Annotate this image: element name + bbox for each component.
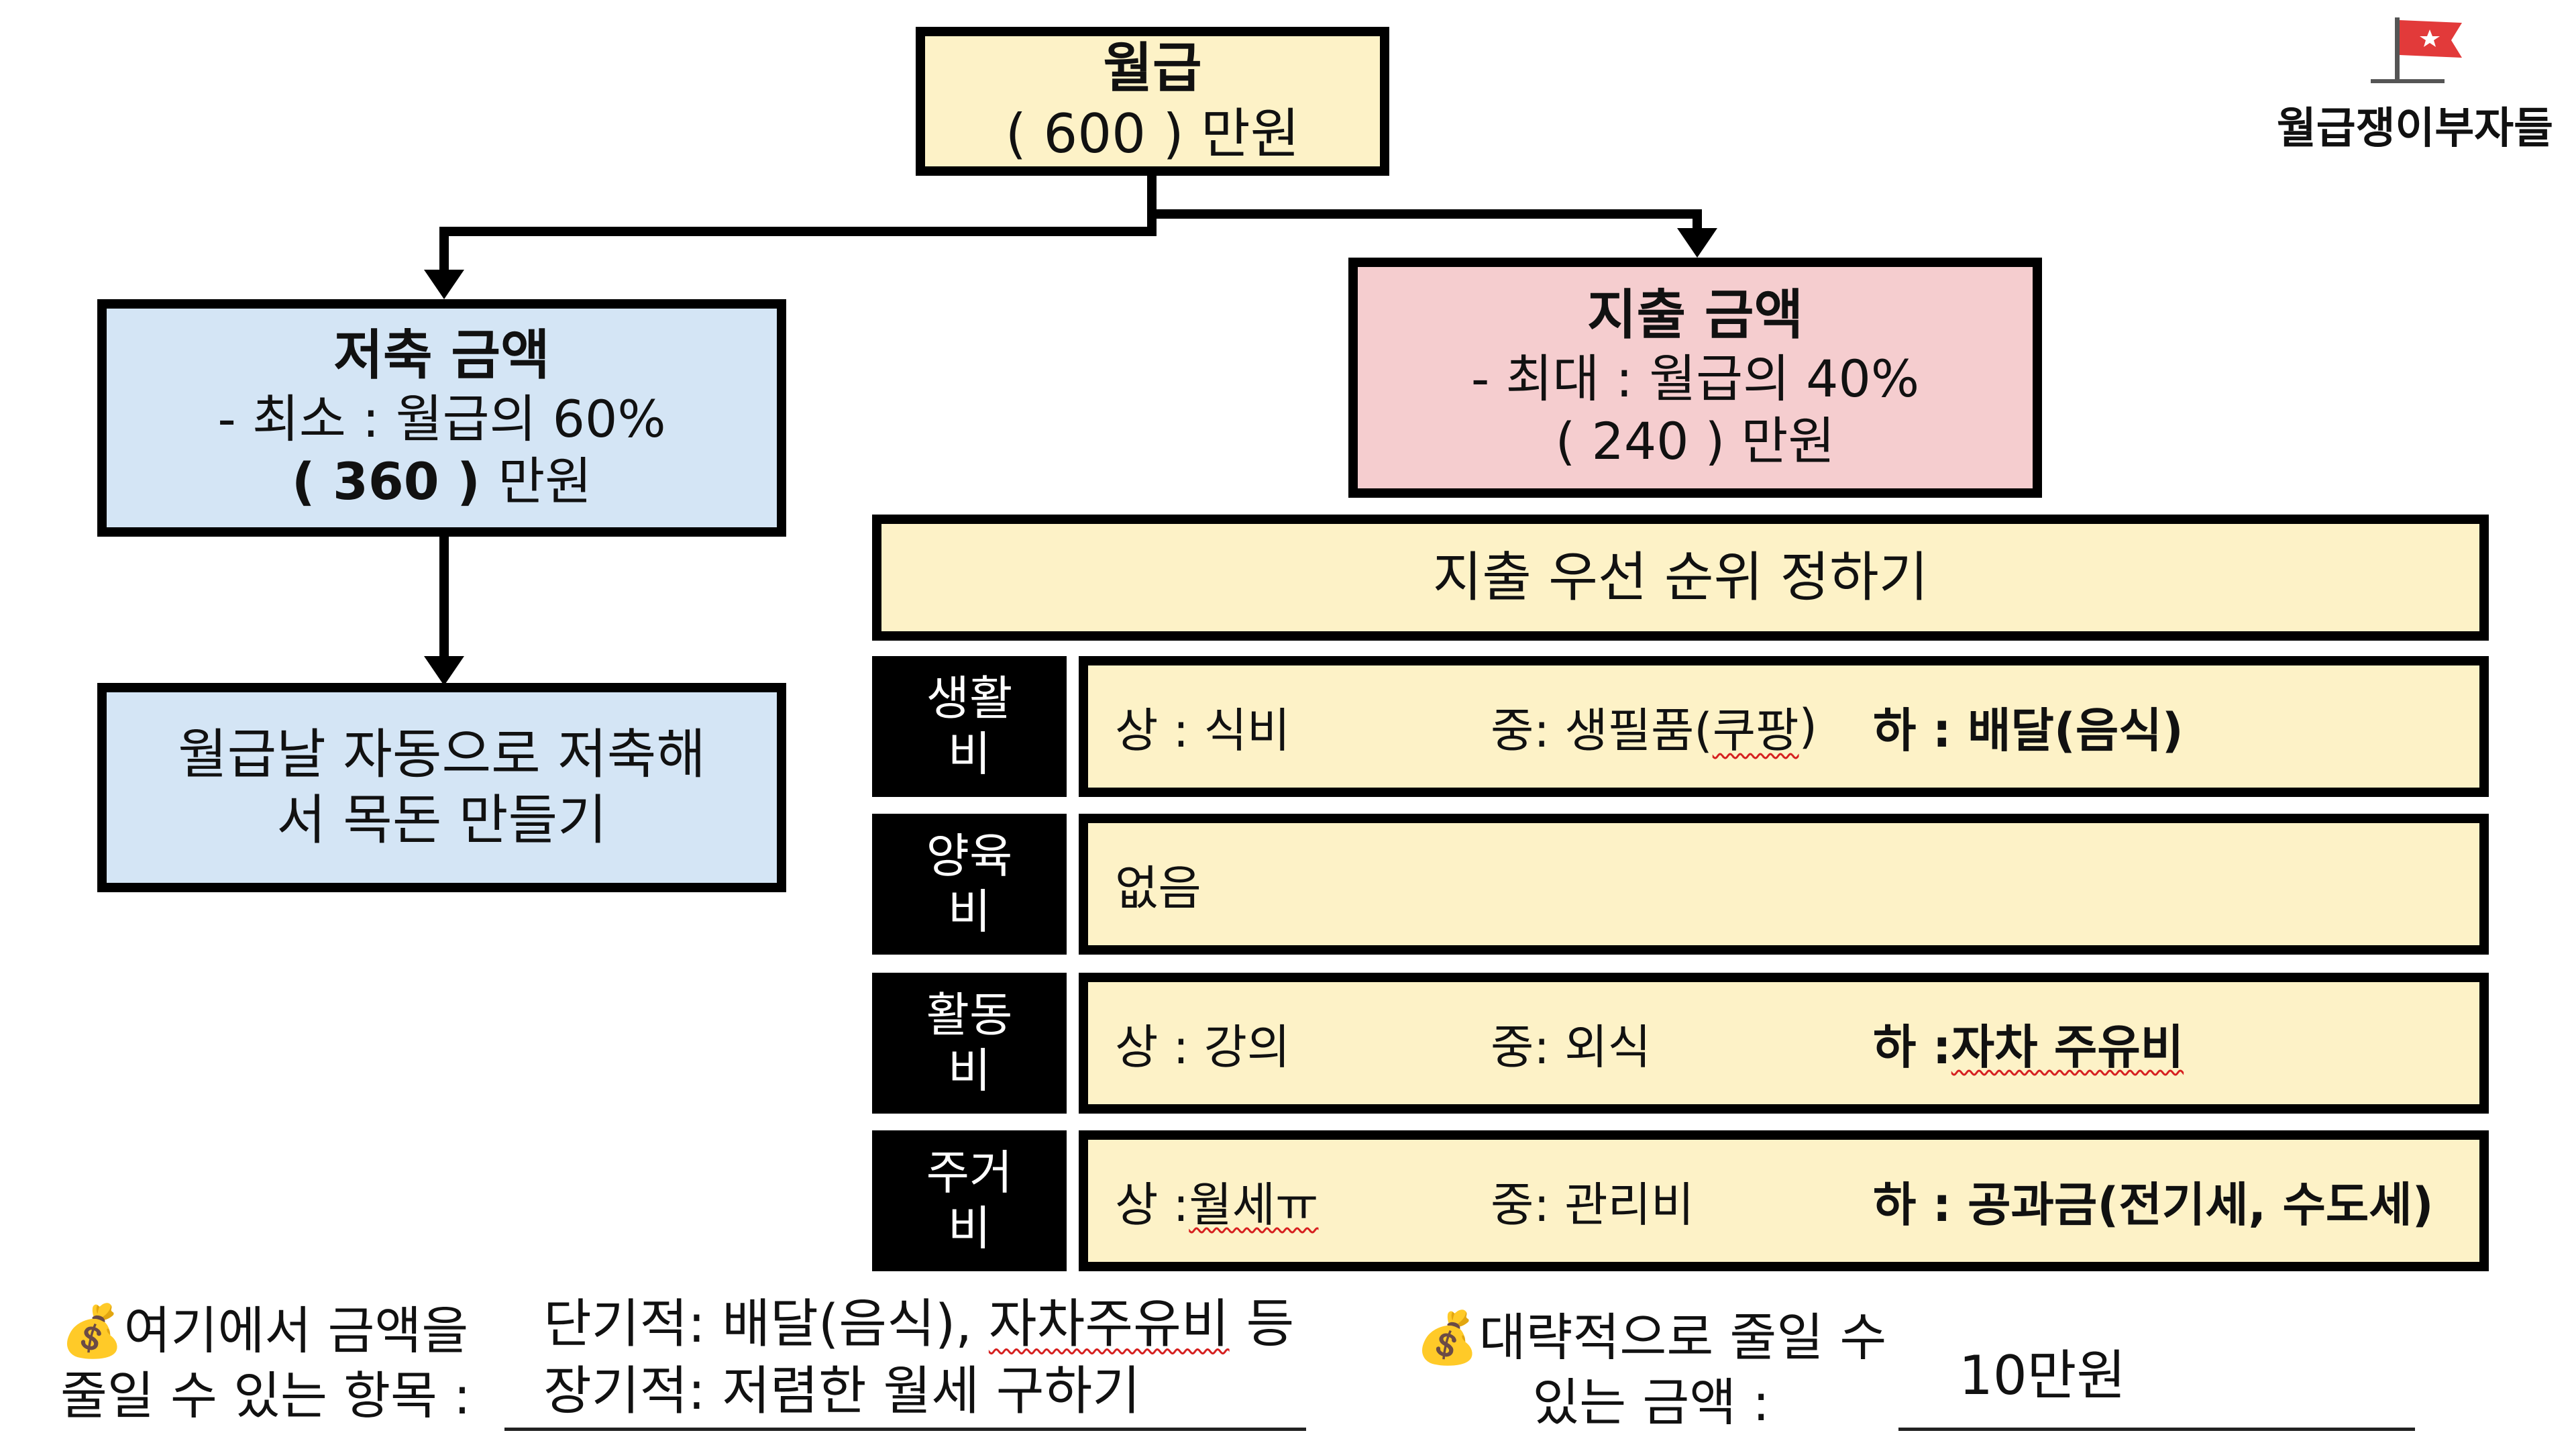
priority-none: 없음 xyxy=(1115,860,1201,916)
logo: 월급쟁이부자들 xyxy=(2267,13,2563,168)
connector xyxy=(1147,209,1702,219)
savings-amount: ( 360 ) 만원 xyxy=(292,451,592,513)
reduce-amount-value: 10만원 xyxy=(1959,1344,2126,1407)
priority-low: 하 : 배달(음식) xyxy=(1873,702,2184,758)
priority-low: 하 : 공과금(전기세, 수도세) xyxy=(1873,1177,2434,1232)
row-living: 상 : 식비 중: 생필품(쿠팡) 하 : 배달(음식) xyxy=(1079,656,2489,797)
spending-amount: ( 240 ) 만원 xyxy=(1555,411,1835,471)
priority-mid: 중: 관리비 xyxy=(1491,1177,1695,1232)
arrow-down-icon xyxy=(424,656,464,686)
flag-icon xyxy=(2371,17,2462,83)
arrow-down-icon xyxy=(1677,228,1717,258)
priority-header-text: 지출 우선 순위 정하기 xyxy=(1432,546,1929,609)
connector xyxy=(439,227,1157,236)
savings-min: - 최소 : 월급의 60% xyxy=(217,389,666,449)
money-bag-icon: 💰 xyxy=(1415,1307,1479,1367)
priority-low: 하 : 자차 주유비 xyxy=(1873,1019,2184,1075)
auto-savings-box: 월급날 자동으로 저축해 서 목돈 만들기 xyxy=(97,683,786,892)
reduce-items-value: 단기적: 배달(음식), 자차주유비 등 장기적: 저렴한 월세 구하기 xyxy=(543,1294,1295,1422)
arrow-down-icon xyxy=(424,270,464,299)
priority-mid: 중: 생필품(쿠팡) xyxy=(1491,699,1817,758)
row-housing: 상 : 월세ㅠ 중: 관리비 하 : 공과금(전기세, 수도세) xyxy=(1079,1130,2489,1271)
priority-high: 상 : 강의 xyxy=(1115,1019,1291,1075)
logo-text: 월급쟁이부자들 xyxy=(2276,104,2554,154)
reduce-items-label: 💰여기에서 금액을 줄일 수 있는 항목 : xyxy=(60,1301,471,1426)
priority-high: 상 : 월세ㅠ xyxy=(1115,1177,1319,1232)
reduce-amount-underline xyxy=(1898,1428,2415,1431)
reduce-amount-label: 💰대략적으로 줄일 수 있는 금액 : xyxy=(1415,1307,1887,1433)
priority-high: 상 : 식비 xyxy=(1115,702,1291,758)
row-activity: 상 : 강의 중: 외식 하 : 자차 주유비 xyxy=(1079,973,2489,1114)
savings-box: 저축 금액 - 최소 : 월급의 60% ( 360 ) 만원 xyxy=(97,299,786,537)
salary-title: 월급 xyxy=(1103,37,1202,100)
savings-amount-unit: 만원 xyxy=(498,451,592,511)
savings-amount-value: ( 360 ) xyxy=(291,451,498,511)
spending-max: - 최대 : 월급의 40% xyxy=(1470,349,1920,409)
salary-amount: ( 600 ) 만원 xyxy=(1005,103,1300,165)
auto-savings-line1: 월급날 자동으로 저축해 xyxy=(178,723,706,786)
money-bag-icon: 💰 xyxy=(60,1301,124,1360)
connector xyxy=(439,535,449,670)
spending-box: 지출 금액 - 최대 : 월급의 40% ( 240 ) 만원 xyxy=(1348,258,2042,498)
reduce-items-underline xyxy=(504,1428,1306,1431)
priority-header: 지출 우선 순위 정하기 xyxy=(872,515,2489,641)
auto-savings-line2: 서 목돈 만들기 xyxy=(276,789,607,851)
row-childcare: 없음 xyxy=(1079,814,2489,955)
savings-title: 저축 금액 xyxy=(333,324,550,387)
priority-mid: 중: 외식 xyxy=(1491,1019,1652,1075)
salary-box: 월급 ( 600 ) 만원 xyxy=(916,27,1389,176)
connector xyxy=(1147,176,1157,236)
connector xyxy=(439,227,449,282)
spending-title: 지출 금액 xyxy=(1587,284,1804,347)
